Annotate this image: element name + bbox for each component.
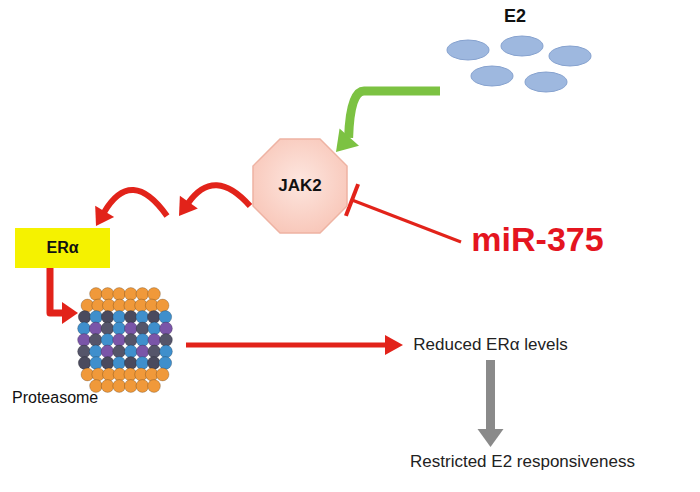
subunit-sphere [136,288,149,301]
proteasome-figure: Proteasome [70,285,180,395]
subunit-sphere [136,311,149,324]
elbow-arrow [50,268,63,313]
ligand-group: E2 [440,6,590,103]
subunit-sphere [113,380,126,393]
node-label: Proteasome [12,389,122,407]
connector [95,185,250,226]
subunit-sphere [101,288,114,301]
subunit-sphere [125,322,138,335]
subunit-sphere [159,311,172,324]
subunit-sphere [148,288,161,301]
subunit-sphere [78,311,91,324]
subunit-sphere [160,334,173,347]
outcome-text: Restricted E2 responsiveness [408,451,637,473]
subunit-sphere [156,368,169,381]
subunit-sphere [125,334,138,347]
kinase-octagon: JAK2 [252,138,348,234]
node-label: JAK2 [278,176,321,196]
curved-arrow [104,190,167,216]
subunit-sphere [113,322,126,335]
outcome-text: Reduced ERα levels [411,334,570,356]
microrna-label: miR-375 [469,219,606,261]
curved-arrow [188,185,250,206]
subunit-sphere [136,380,149,393]
subunit-sphere [90,288,103,301]
node-label: miR-375 [471,220,603,259]
inhibition-line [352,200,461,242]
ligand-ellipse [447,40,489,60]
subunit-sphere [90,311,103,324]
subunit-sphere [147,357,160,370]
subunit-sphere [113,345,126,358]
subunit-sphere [160,345,173,358]
subunit-sphere [136,322,149,335]
subunit-sphere [101,322,114,335]
subunit-sphere [89,334,102,347]
ligand-ellipse [525,72,567,92]
subunit-sphere [89,345,102,358]
subunit-sphere [90,357,103,370]
subunit-sphere [125,345,138,358]
subunit-sphere [78,357,91,370]
subunit-sphere [89,322,102,335]
subunit-sphere [159,357,172,370]
node-label: Restricted E2 responsiveness [410,452,635,472]
ligand-ellipse [471,66,513,86]
subunit-sphere [101,357,114,370]
connector [478,360,504,447]
subunit-sphere [113,334,126,347]
subunit-sphere [101,380,114,393]
arrowhead [385,335,403,355]
ligand-ellipse [501,36,543,56]
subunit-sphere [113,311,126,324]
subunit-sphere [101,334,114,347]
subunit-sphere [148,380,161,393]
ligand-ellipse [549,46,591,66]
subunit-sphere [160,322,173,335]
arrowhead [478,429,504,447]
subunit-sphere [78,322,91,335]
activation-arrow [349,91,440,138]
subunit-sphere [148,334,161,347]
subunit-sphere [147,311,160,324]
receptor-box: ERα [15,228,110,268]
subunit-sphere [124,357,137,370]
node-label: Reduced ERα levels [413,335,567,355]
subunit-sphere [124,311,137,324]
subunit-sphere [78,334,91,347]
subunit-sphere [78,345,91,358]
subunit-sphere [124,380,137,393]
arrowhead [62,302,78,324]
connector [50,268,78,324]
subunit-sphere [136,334,149,347]
subunit-sphere [136,345,149,358]
connector [336,91,440,152]
straight-arrow [186,343,386,348]
connector [186,335,403,355]
subunit-sphere [124,288,137,301]
node-label: E2 [504,6,526,27]
subunit-sphere [156,299,169,312]
subunit-sphere [113,357,126,370]
subunit-sphere [101,311,114,324]
proteasome-illustration [70,285,180,395]
node-label: ERα [46,239,78,257]
subunit-sphere [148,322,161,335]
connector [346,184,461,242]
subunit-sphere [101,345,114,358]
subunit-sphere [113,288,126,301]
octagon-outline [253,139,347,233]
subunit-sphere [148,345,161,358]
straight-arrow [486,360,495,430]
subunit-sphere [136,357,149,370]
